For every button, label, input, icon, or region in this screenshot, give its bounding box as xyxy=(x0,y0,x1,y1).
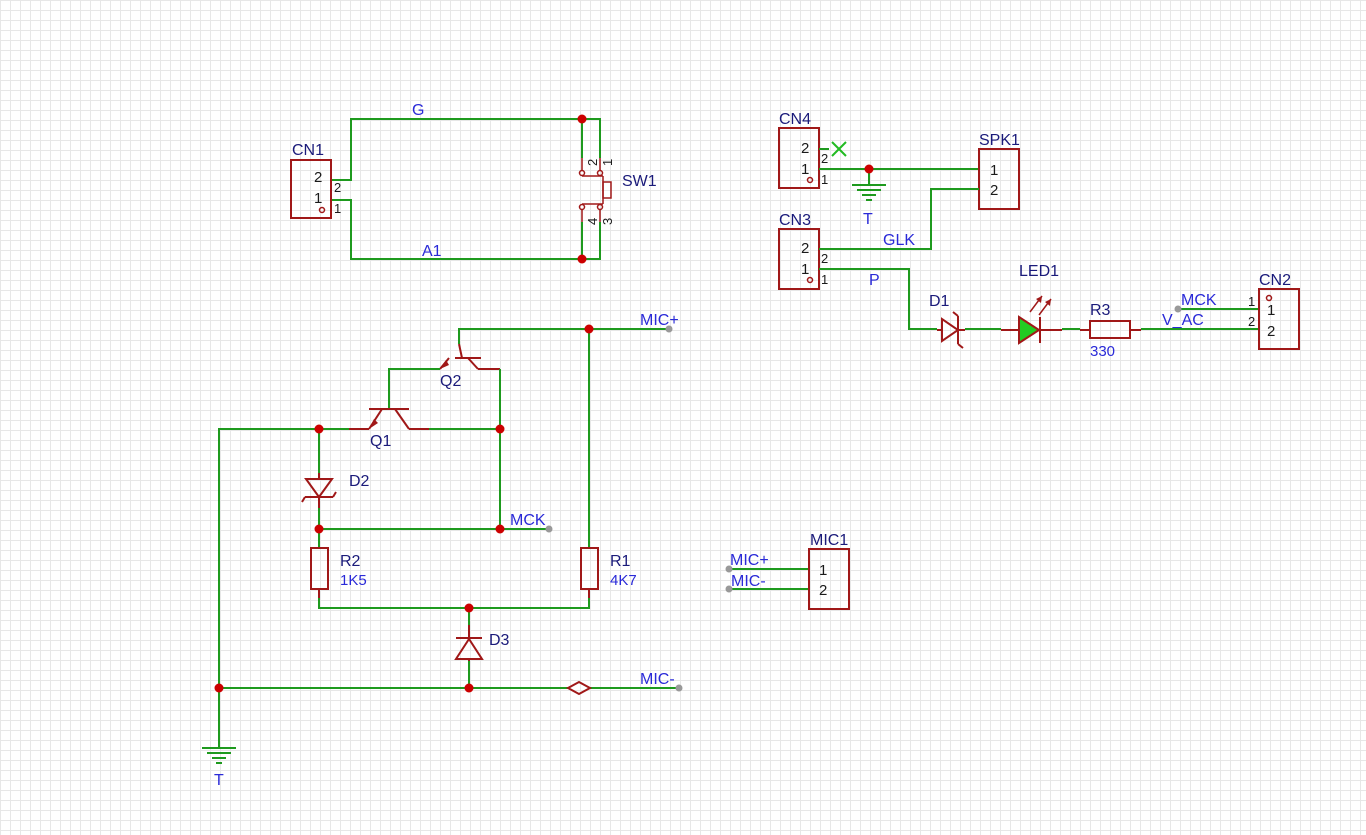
no-connect-marker xyxy=(831,141,847,157)
q2-designator: Q2 xyxy=(440,373,461,390)
junction xyxy=(464,683,474,693)
net-mic1-minus[interactable] xyxy=(725,585,810,593)
d2-designator: D2 xyxy=(349,473,370,490)
net-label-mck: MCK xyxy=(510,512,546,529)
spk1-pin-name: 2 xyxy=(990,182,998,199)
spk1-pin-name: 1 xyxy=(990,162,998,179)
net-mic1-plus[interactable] xyxy=(725,565,810,573)
connector-cn4[interactable] xyxy=(778,127,820,189)
resistor-r1[interactable] xyxy=(580,547,599,598)
junction xyxy=(864,164,874,174)
net-label-mic-plus: MIC+ xyxy=(640,312,679,329)
net-glk[interactable] xyxy=(819,188,979,250)
cn4-designator: CN4 xyxy=(779,111,811,128)
ground-symbol xyxy=(202,747,236,764)
net-label-glk: GLK xyxy=(883,232,915,249)
resistor-r2[interactable] xyxy=(310,547,329,598)
junction xyxy=(577,254,587,264)
ground-symbol xyxy=(852,183,886,201)
junction xyxy=(577,114,587,124)
cn4-pin-name: 2 xyxy=(801,140,809,157)
cn1-pin-name: 2 xyxy=(314,169,322,186)
cn3-pin-name: 1 xyxy=(801,261,809,278)
net-q2-emitter[interactable] xyxy=(375,368,440,410)
cn4-pin-number: 2 xyxy=(821,151,828,166)
net-collectors[interactable] xyxy=(429,369,501,529)
connector-cn3[interactable] xyxy=(778,228,820,290)
net-label-mic-minus: MIC- xyxy=(731,573,766,590)
net-p[interactable] xyxy=(819,268,937,330)
cn2-pin-number: 2 xyxy=(1248,314,1255,329)
led1-designator: LED1 xyxy=(1019,263,1059,280)
speaker-spk1[interactable] xyxy=(978,148,1020,210)
junction xyxy=(495,524,505,534)
zener-d2[interactable] xyxy=(301,473,337,508)
r2-designator: R2 xyxy=(340,553,361,570)
connector-cn2[interactable] xyxy=(1258,288,1300,350)
switch-sw1[interactable] xyxy=(578,158,612,222)
cn3-pin-name: 2 xyxy=(801,240,809,257)
net-r1-r2-d3[interactable] xyxy=(318,598,590,625)
connector-cn1[interactable] xyxy=(290,159,332,219)
spk1-designator: SPK1 xyxy=(979,132,1020,149)
cn2-pin-number: 1 xyxy=(1248,294,1255,309)
transistor-q2[interactable] xyxy=(439,343,500,370)
cn1-pin-number: 1 xyxy=(334,201,341,216)
cn2-pin-name: 1 xyxy=(1267,302,1275,319)
resistor-r3[interactable] xyxy=(1089,320,1141,339)
transistor-q1[interactable] xyxy=(349,408,429,430)
ground-label: T xyxy=(863,211,873,228)
net-flag xyxy=(565,680,593,696)
net-cn4-spk1[interactable] xyxy=(819,168,979,183)
zener-d1[interactable] xyxy=(937,311,965,349)
cn1-designator: CN1 xyxy=(292,142,324,159)
cn4-pin-name: 1 xyxy=(801,161,809,178)
sw1-pin-number: 4 xyxy=(585,218,600,225)
cn3-pin-number: 2 xyxy=(821,251,828,266)
r1-value: 4K7 xyxy=(610,572,637,589)
net-label-g: G xyxy=(412,102,424,119)
junction xyxy=(495,424,505,434)
net-label-mic-plus: MIC+ xyxy=(730,552,769,569)
microphone-mic1[interactable] xyxy=(808,548,850,610)
r2-value: 1K5 xyxy=(340,572,367,589)
led-led1[interactable] xyxy=(1018,295,1062,345)
d1-designator: D1 xyxy=(929,293,950,310)
net-mic-plus[interactable] xyxy=(458,325,673,549)
cn1-pin-number: 2 xyxy=(334,180,341,195)
sw1-pin-number: 1 xyxy=(600,159,615,166)
sw1-pin-number: 2 xyxy=(585,159,600,166)
diode-d3[interactable] xyxy=(454,625,484,661)
q1-designator: Q1 xyxy=(370,433,391,450)
d3-designator: D3 xyxy=(489,632,510,649)
net-label-mck: MCK xyxy=(1181,292,1217,309)
sw1-designator: SW1 xyxy=(622,173,657,190)
cn4-pin-number: 1 xyxy=(821,172,828,187)
cn3-designator: CN3 xyxy=(779,212,811,229)
net-label-v-ac: V_AC xyxy=(1162,312,1204,329)
mic1-designator: MIC1 xyxy=(810,532,848,549)
junction xyxy=(464,603,474,613)
junction xyxy=(584,324,594,334)
cn1-pin-name: 1 xyxy=(314,190,322,207)
junction xyxy=(314,424,324,434)
r3-value: 330 xyxy=(1090,343,1115,360)
junction xyxy=(314,524,324,534)
r1-designator: R1 xyxy=(610,553,631,570)
net-label-mic-minus: MIC- xyxy=(640,671,675,688)
cn2-designator: CN2 xyxy=(1259,272,1291,289)
sw1-pin-number: 3 xyxy=(600,218,615,225)
r3-designator: R3 xyxy=(1090,302,1111,319)
mic1-pin-name: 1 xyxy=(819,562,827,579)
junction xyxy=(214,683,224,693)
net-g[interactable] xyxy=(331,118,601,181)
mic1-pin-name: 2 xyxy=(819,582,827,599)
cn3-pin-number: 1 xyxy=(821,272,828,287)
net-label-a1: A1 xyxy=(422,243,442,260)
ground-label: T xyxy=(214,772,224,789)
cn2-pin-name: 2 xyxy=(1267,323,1275,340)
net-mck-cn2[interactable] xyxy=(1174,305,1260,313)
net-label-p: P xyxy=(869,272,880,289)
net-a1[interactable] xyxy=(331,199,601,260)
